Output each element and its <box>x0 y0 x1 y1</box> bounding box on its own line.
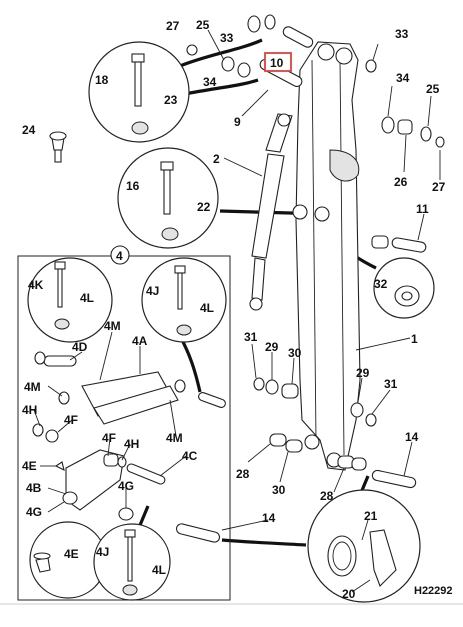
callout-11: 11 <box>416 202 429 216</box>
callout-4D: 4D <box>72 340 88 354</box>
callout-25-right: 25 <box>426 82 440 96</box>
pin-14-lower <box>175 523 221 543</box>
callout-4L-lower: 4L <box>152 563 166 577</box>
callout-34: 34 <box>203 75 217 89</box>
callout-labels: 27 25 33 10 33 18 34 34 23 25 9 24 26 27… <box>22 18 453 601</box>
callout-9: 9 <box>234 115 241 129</box>
leader-lines <box>33 29 441 593</box>
detail-circle-4K <box>27 257 113 343</box>
drawing-code: H22292 <box>414 585 453 597</box>
callout-14-lower: 14 <box>262 511 276 525</box>
callout-10: 10 <box>270 56 284 70</box>
callout-4E-lower: 4E <box>64 547 79 561</box>
callout-25: 25 <box>196 18 210 32</box>
detail-circle-4J <box>141 257 227 343</box>
callout-31: 31 <box>244 330 258 344</box>
detail-circle-bolt-16 <box>117 147 219 249</box>
callout-27: 27 <box>166 19 180 33</box>
callout-26: 26 <box>394 175 408 189</box>
right-pin-stack <box>371 116 445 253</box>
lower-bushes <box>253 377 417 489</box>
detail-circle-bolt-18 <box>88 41 190 143</box>
callout-33: 33 <box>220 31 234 45</box>
detail-circle-washer-32 <box>373 257 435 319</box>
callout-33-right: 33 <box>395 27 409 41</box>
callout-23: 23 <box>164 93 178 107</box>
callout-14: 14 <box>405 430 419 444</box>
callout-4J: 4J <box>146 284 159 298</box>
callout-4E: 4E <box>22 459 37 473</box>
callout-4L-right: 4L <box>200 301 214 315</box>
detail-circle-4E <box>29 521 107 599</box>
callout-4H-lower: 4H <box>124 437 139 451</box>
callout-30-lower: 30 <box>272 483 286 497</box>
callout-4F-lower: 4F <box>102 431 116 445</box>
callout-32: 32 <box>374 277 388 291</box>
boom-arm-part-1 <box>292 41 361 471</box>
detail-circle-grease-nipple-24 <box>49 131 67 163</box>
callout-2: 2 <box>213 152 220 166</box>
callout-22: 22 <box>197 200 211 214</box>
callout-4L: 4L <box>80 291 94 305</box>
callout-18: 18 <box>95 73 109 87</box>
callout-4H: 4H <box>22 403 37 417</box>
link-assembly <box>32 351 226 521</box>
callout-34-right: 34 <box>396 71 410 85</box>
callout-27-right: 27 <box>432 180 446 194</box>
hydraulic-cylinder-part-2 <box>249 113 293 311</box>
callout-4A: 4A <box>132 334 148 348</box>
callout-1: 1 <box>411 332 418 346</box>
callout-30: 30 <box>288 346 302 360</box>
callout-4C: 4C <box>182 449 198 463</box>
callout-4G-left: 4G <box>26 505 42 519</box>
callout-21: 21 <box>364 509 378 523</box>
callout-4G: 4G <box>118 479 134 493</box>
callout-28: 28 <box>236 467 250 481</box>
callout-29-right: 29 <box>356 366 370 380</box>
sub-assembly-group-4-box <box>17 245 231 601</box>
detail-circle-4J-lower <box>93 523 171 601</box>
callout-4M-left: 4M <box>24 380 41 394</box>
callout-31-right: 31 <box>384 377 398 391</box>
callout-4K: 4K <box>28 278 44 292</box>
callout-4J-lower: 4J <box>96 545 109 559</box>
callout-16: 16 <box>126 179 140 193</box>
callout-10-highlight-box <box>264 52 292 72</box>
group-label-4: 4 <box>116 249 123 263</box>
callout-29: 29 <box>265 340 279 354</box>
callout-24: 24 <box>22 123 36 137</box>
callout-4M-lower: 4M <box>166 431 183 445</box>
callout-4B: 4B <box>26 481 42 495</box>
detail-circle-ring-20-21 <box>307 489 421 603</box>
callout-4F: 4F <box>64 413 78 427</box>
callout-4M: 4M <box>104 319 121 333</box>
callout-20: 20 <box>342 587 356 601</box>
callout-28-right: 28 <box>320 489 334 503</box>
